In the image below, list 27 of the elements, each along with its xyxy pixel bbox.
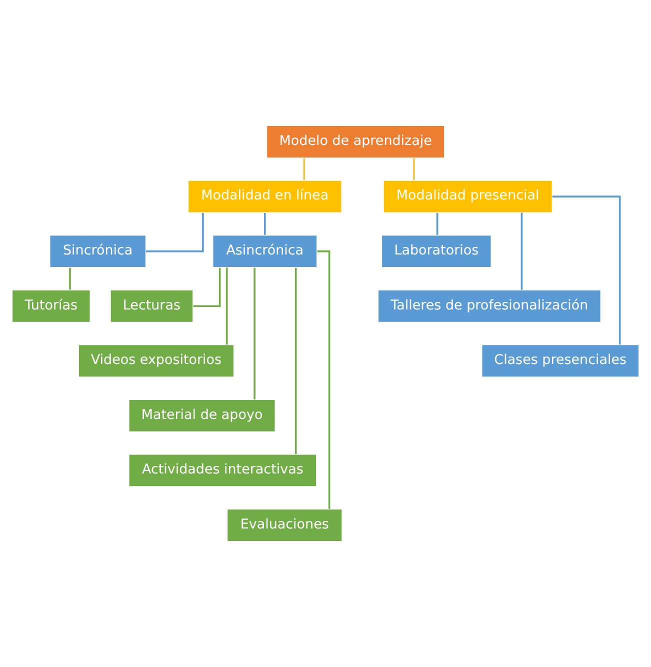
connector (146, 212, 204, 252)
node-box: Sincrónica (49, 234, 146, 268)
node-box: Actividades interactivas (128, 454, 317, 488)
connector (254, 268, 256, 400)
connector (193, 268, 221, 307)
connector (520, 212, 523, 290)
node-box: Tutorías (12, 290, 91, 323)
connector (69, 268, 71, 290)
connector (317, 250, 330, 509)
connector (294, 268, 297, 454)
node-box: Videos expositorios (78, 344, 234, 378)
connector (552, 196, 621, 345)
node-box: Modalidad presencial (382, 180, 553, 214)
node-box: Modalidad en línea (188, 180, 342, 214)
connector (226, 268, 228, 345)
node-box: Talleres de profesionalización (378, 290, 602, 323)
connector (264, 212, 266, 235)
node-box: Modelo de aprendizaje (266, 125, 445, 158)
node-box: Asincrónica (212, 234, 318, 268)
connector (303, 158, 306, 180)
node-box: Laboratorios (381, 234, 492, 268)
node-box: Lecturas (110, 290, 194, 323)
node-box: Evaluaciones (226, 508, 343, 542)
connector (436, 212, 438, 235)
node-box: Clases presenciales (481, 344, 640, 378)
node-box: Material de apoyo (128, 399, 276, 432)
connector (413, 158, 415, 180)
